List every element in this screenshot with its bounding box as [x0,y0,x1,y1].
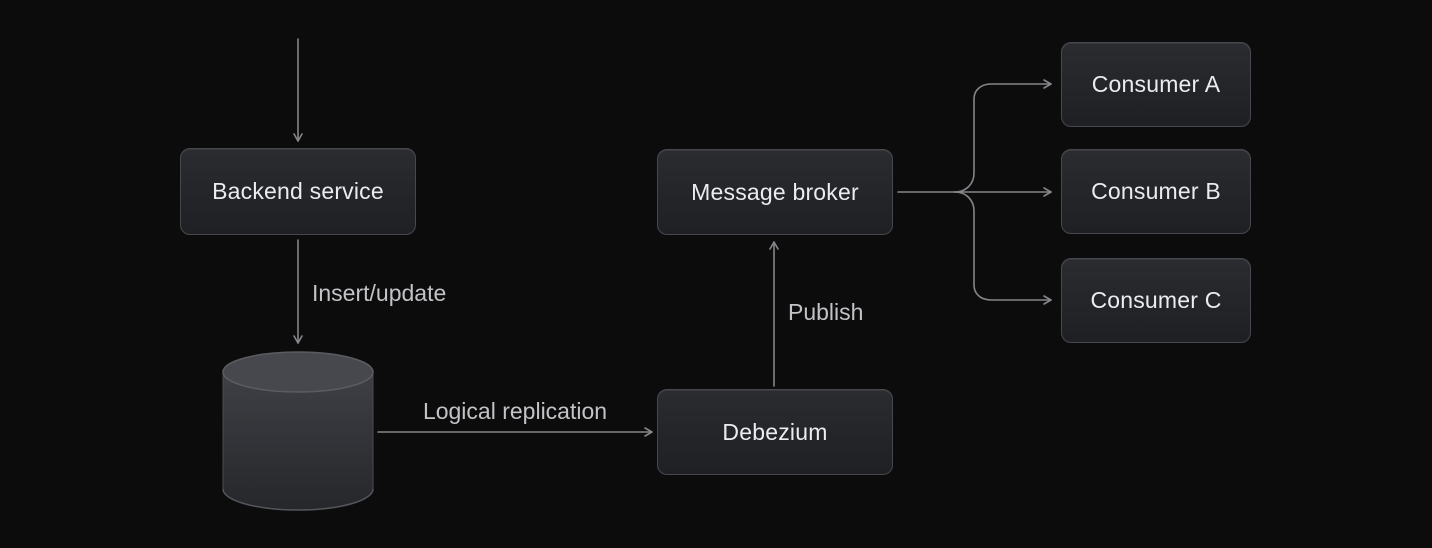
node-consumer-a-label: Consumer A [1091,71,1221,97]
edge-label-logical-replication: Logical replication [422,398,608,424]
database-cylinder-icon [222,351,374,511]
edge-broker-to-consumer-a [954,79,1052,193]
node-backend-service-label: Backend service [212,178,384,204]
edge-label-insert-update: Insert/update [312,280,447,306]
edge-broker-to-consumer-c [954,191,1052,305]
node-backend-service: Backend service [180,148,416,235]
node-message-broker-label: Message broker [691,178,859,205]
node-consumer-c-label: Consumer C [1090,287,1222,313]
node-message-broker: Message broker [657,149,893,235]
node-consumer-c: Consumer C [1061,258,1251,343]
node-debezium-label: Debezium [722,418,828,445]
node-debezium: Debezium [657,389,893,475]
node-consumer-a: Consumer A [1061,42,1251,127]
node-consumer-b-label: Consumer B [1091,178,1221,204]
node-consumer-b: Consumer B [1061,149,1251,234]
edge-label-publish: Publish [788,299,864,325]
